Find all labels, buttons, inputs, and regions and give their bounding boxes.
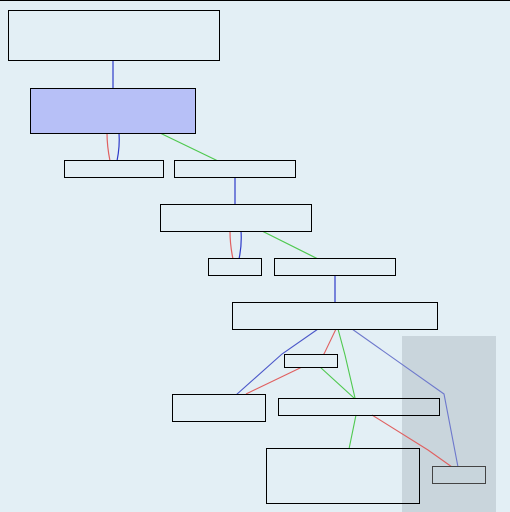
top-border-line bbox=[0, 0, 510, 1]
node-n7[interactable] bbox=[274, 258, 396, 276]
node-n6[interactable] bbox=[208, 258, 262, 276]
node-n4[interactable] bbox=[174, 160, 296, 178]
node-n10[interactable] bbox=[172, 394, 266, 422]
edge-n2-n4-green bbox=[159, 132, 219, 162]
node-n1[interactable] bbox=[8, 10, 220, 61]
edge-n2-n3-red bbox=[106, 132, 111, 162]
edge-n5-n6-red bbox=[229, 230, 234, 260]
node-n11[interactable] bbox=[278, 398, 440, 416]
node-n8[interactable] bbox=[232, 302, 438, 330]
edge-n11-n13-red bbox=[371, 414, 453, 468]
edge-n5-n7-green bbox=[261, 230, 319, 260]
edge-n8-n11-green-a bbox=[337, 328, 356, 399]
node-n9[interactable] bbox=[284, 354, 338, 368]
edge-n5-n6-blue bbox=[238, 230, 242, 260]
node-n3[interactable] bbox=[64, 160, 164, 178]
node-n13[interactable] bbox=[432, 466, 486, 484]
edge-n8-n10-blue bbox=[235, 328, 319, 396]
edge-n8-n11-green-b bbox=[319, 366, 355, 399]
node-n12[interactable] bbox=[266, 448, 420, 504]
edge-n8-n13-blue bbox=[351, 328, 459, 468]
node-n5[interactable] bbox=[160, 204, 312, 232]
edge-n11-n12-green bbox=[348, 414, 357, 450]
node-n2-selected[interactable] bbox=[30, 88, 196, 134]
edge-n2-n3-blue bbox=[116, 132, 120, 162]
